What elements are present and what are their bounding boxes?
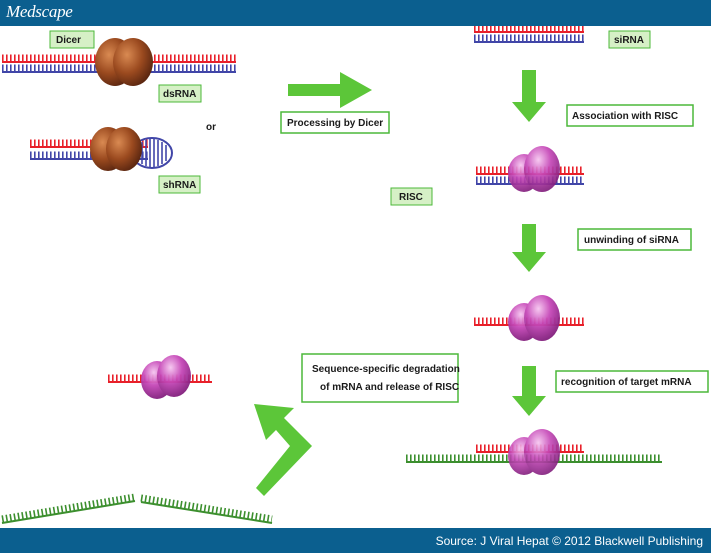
degradation-label-line2: of mRNA and release of RISC bbox=[320, 382, 459, 393]
dsrna-label: dsRNA bbox=[163, 89, 196, 100]
shrna-label: shRNA bbox=[163, 180, 196, 191]
processing-label-box: Processing by Dicer bbox=[280, 111, 390, 134]
source-credit: Source: J Viral Hepat © 2012 Blackwell P… bbox=[435, 534, 703, 548]
association-label-box: Association with RISC bbox=[566, 104, 694, 127]
risc-complex-1 bbox=[508, 146, 560, 192]
medscape-logo: Medscape bbox=[6, 2, 73, 21]
association-label: Association with RISC bbox=[572, 111, 678, 122]
dicer-enzyme bbox=[95, 38, 153, 86]
unwinding-label-box: unwinding of siRNA bbox=[577, 228, 692, 251]
dicer-enzyme-shrna bbox=[90, 127, 142, 171]
sirna-label: siRNA bbox=[614, 35, 644, 46]
recognition-label: recognition of target mRNA bbox=[561, 377, 692, 388]
unwinding-label: unwinding of siRNA bbox=[584, 235, 679, 246]
risc-complex-2 bbox=[508, 295, 560, 341]
dsrna-label-box: dsRNA bbox=[158, 84, 202, 103]
unwinding-arrow bbox=[512, 224, 546, 272]
release-chevron-arrow bbox=[254, 404, 312, 496]
released-risc-complex bbox=[141, 355, 191, 399]
degraded-mrna-fragment-2 bbox=[140, 494, 273, 524]
header-bar: Medscape bbox=[0, 0, 711, 26]
degraded-mrna-fragment-1 bbox=[1, 493, 136, 524]
degradation-label-box: Sequence-specific degradation of mRNA an… bbox=[301, 353, 460, 403]
shrna-label-box: shRNA bbox=[158, 175, 201, 194]
risc-label-box: RISC bbox=[390, 187, 433, 206]
processing-arrow bbox=[288, 72, 372, 108]
recognition-label-box: recognition of target mRNA bbox=[555, 370, 709, 393]
degradation-label-line1: Sequence-specific degradation bbox=[312, 364, 460, 375]
risc-label: RISC bbox=[399, 192, 423, 203]
or-label: or bbox=[206, 122, 216, 133]
recognition-arrow bbox=[512, 366, 546, 416]
footer-bar: Source: J Viral Hepat © 2012 Blackwell P… bbox=[0, 528, 711, 553]
processing-label: Processing by Dicer bbox=[287, 118, 383, 129]
rnai-pathway-diagram: Dicer dsRNA or shRNA Processing by Dicer bbox=[1, 26, 709, 524]
association-arrow bbox=[512, 70, 546, 122]
sirna-label-box: siRNA bbox=[608, 30, 651, 49]
dicer-label-box: Dicer bbox=[49, 30, 95, 49]
dicer-label: Dicer bbox=[56, 35, 81, 46]
sirna-duplex bbox=[474, 26, 584, 43]
risc-complex-3 bbox=[508, 429, 560, 475]
